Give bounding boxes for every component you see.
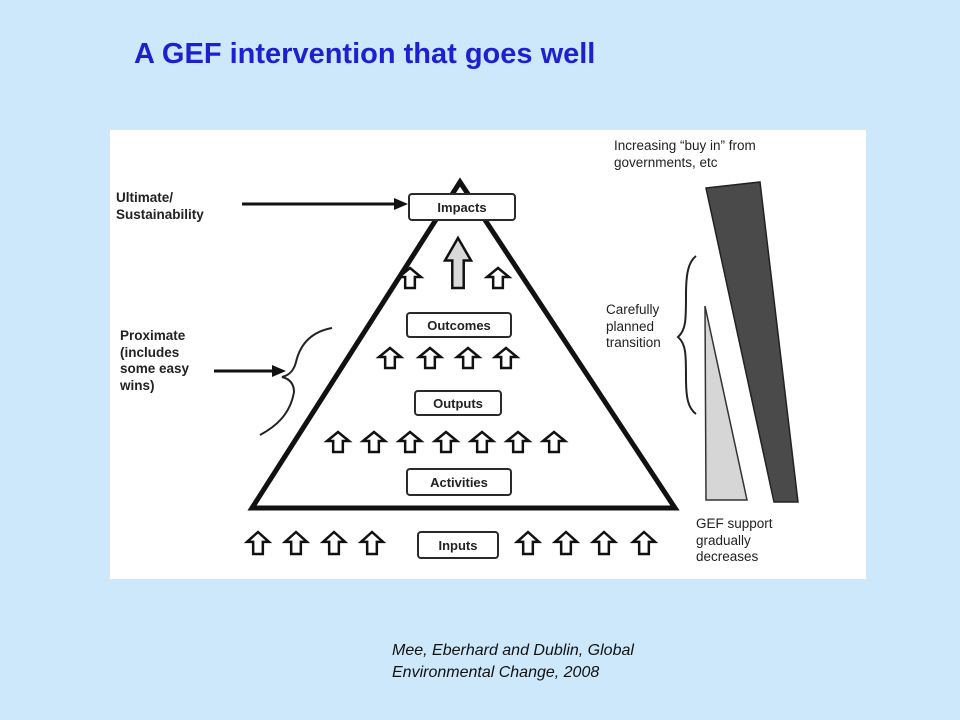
diagram-panel: Ultimate/ Sustainability Proximate (incl… (110, 130, 866, 579)
transition-brace (676, 255, 697, 415)
up-arrow (359, 430, 389, 454)
outputs-box: Outputs (414, 390, 502, 416)
buy-in-wedge (705, 181, 799, 503)
up-arrow (503, 430, 533, 454)
up-arrow (539, 430, 569, 454)
activities-box: Activities (406, 468, 512, 496)
up-arrow (281, 530, 311, 556)
up-arrow (483, 266, 513, 290)
diagram-graphics (214, 177, 799, 556)
up-arrow (453, 346, 483, 370)
impacts-box: Impacts (408, 193, 516, 221)
up-arrow (467, 430, 497, 454)
up-arrow (589, 530, 619, 556)
ultimate-sustainability-label: Ultimate/ Sustainability (116, 190, 204, 222)
up-arrow (243, 530, 273, 556)
gef-support-wedge (704, 305, 748, 501)
up-arrow (323, 430, 353, 454)
up-arrow (319, 530, 349, 556)
up-arrow-large (442, 235, 474, 290)
transition-label: Carefully planned transition (606, 302, 661, 350)
up-arrows-group (243, 235, 659, 556)
up-arrow (357, 530, 387, 556)
proximate-pointer-arrow (214, 365, 286, 377)
ultimate-pointer-arrow (242, 198, 408, 210)
up-arrow (551, 530, 581, 556)
up-arrow (375, 346, 405, 370)
outcomes-box: Outcomes (406, 312, 512, 338)
up-arrow (395, 430, 425, 454)
inputs-box: Inputs (417, 531, 499, 559)
citation: Mee, Eberhard and Dublin, Global Environ… (392, 642, 634, 681)
up-arrow (415, 346, 445, 370)
up-arrow (431, 430, 461, 454)
proximate-label: Proximate (includes some easy wins) (120, 328, 190, 393)
gef-support-label: GEF support gradually decreases (696, 516, 773, 564)
up-arrow (491, 346, 521, 370)
pyramid-outline (247, 177, 680, 511)
slide-title: A GEF intervention that goes well (134, 38, 596, 70)
buy-in-label: Increasing “buy in” from governments, et… (614, 138, 756, 170)
proximate-brace (259, 327, 333, 436)
up-arrow (629, 530, 659, 556)
up-arrow (513, 530, 543, 556)
up-arrow (395, 266, 425, 290)
